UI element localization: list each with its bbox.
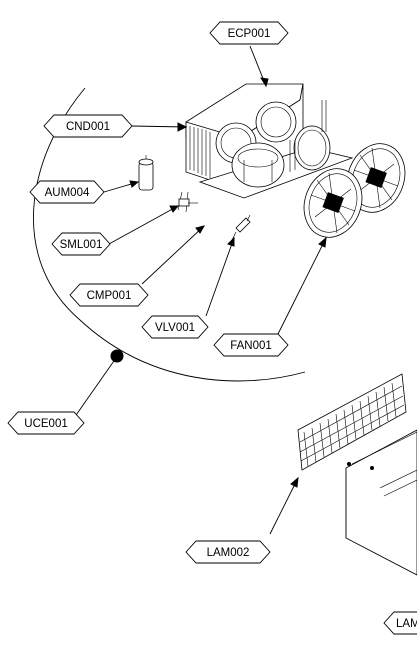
tag-ecp001-label: ECP001 xyxy=(228,28,271,40)
tag-cnd001: CND001 xyxy=(43,114,133,138)
tag-aum004: AUM004 xyxy=(29,180,105,204)
leader-lines xyxy=(73,45,327,535)
tag-sml001: SML001 xyxy=(51,232,111,256)
tag-uce001-label: UCE001 xyxy=(24,418,67,430)
tag-cnd001-label: CND001 xyxy=(66,121,110,133)
panel-drawing xyxy=(297,373,417,576)
tag-cmp001: CMP001 xyxy=(69,283,149,307)
sight-glass-drawing xyxy=(177,191,198,213)
valve-drawing xyxy=(231,214,251,241)
fan-drawing xyxy=(303,143,406,238)
tag-vlv001: VLV001 xyxy=(141,315,209,339)
tag-lam002: LAM002 xyxy=(185,540,271,564)
tag-lam-label: LAM xyxy=(396,618,417,630)
tag-fan001: FAN001 xyxy=(213,333,289,357)
tag-vlv001-label: VLV001 xyxy=(155,322,195,334)
tag-lam002-label: LAM002 xyxy=(207,547,250,559)
unit-group-dot xyxy=(110,349,124,363)
tag-uce001: UCE001 xyxy=(7,411,85,435)
tag-lam: LAM xyxy=(383,611,417,635)
condensing-unit-drawing xyxy=(185,83,354,199)
tank-drawing xyxy=(138,155,154,191)
tag-ecp001: ECP001 xyxy=(209,21,289,45)
tag-aum004-label: AUM004 xyxy=(45,187,90,199)
tag-cmp001-label: CMP001 xyxy=(87,290,132,302)
tag-fan001-label: FAN001 xyxy=(230,340,272,352)
tag-sml001-label: SML001 xyxy=(60,239,103,251)
unit-group-arc xyxy=(33,87,306,382)
